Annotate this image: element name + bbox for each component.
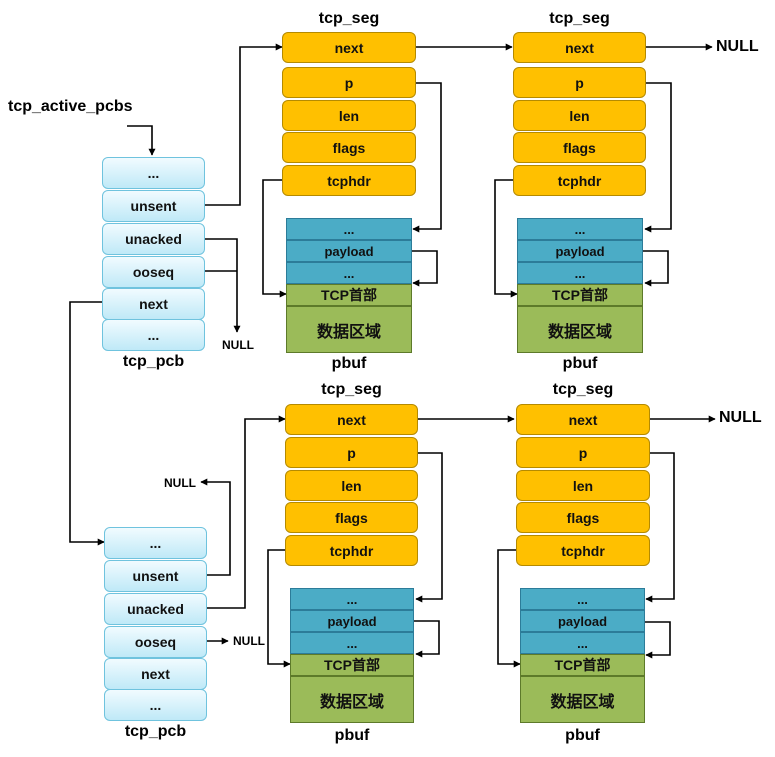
tl-p-arrow [412,82,442,233]
tr-p-arrow [644,82,672,233]
null-label-bottom-ooseq: NULL [233,634,265,648]
tcp-active-pcbs-label: tcp_active_pcbs [8,98,133,115]
pbuf-bottom-right-data-area: 数据区域 [520,676,645,723]
pcb-bottom-field-ellipsis-1: ... [104,527,207,559]
pbuf-top-right-tcp-header: TCP首部 [517,284,643,306]
bl-p-arrow [415,452,443,603]
pbuf-top-right-data-area: 数据区域 [517,306,643,353]
pbuf-bottom-right-row-ellipsis-2: ... [520,632,645,654]
pcb-top-field-ellipsis-2: ... [102,319,205,351]
pbuf-bottom-right-caption: pbuf [565,727,600,744]
seg-bottom-right-field-flags: flags [516,502,650,533]
bl-payload-arrow [414,620,440,658]
pbuf-top-left-caption: pbuf [331,355,367,372]
pbuf-top-left-data-area: 数据区域 [286,306,412,353]
pcb-bottom-field-ooseq: ooseq [104,626,207,658]
br-payload-arrow [645,621,671,659]
tl-tcphdr-arrow [262,179,287,298]
seg-bottom-right-field-p: p [516,437,650,468]
pbuf-top-left-tcp-header: TCP首部 [286,284,412,306]
null-label-bottom-right: NULL [719,409,762,426]
seg-bottom-left-field-len: len [285,470,418,501]
seg-bottom-right-field-next: next [516,404,650,435]
pbuf-bottom-left-caption: pbuf [334,727,370,744]
seg-top-left-field-flags: flags [282,132,416,163]
seg-bottom-left-field-tcphdr: tcphdr [285,535,418,566]
pcb-bottom-field-unacked: unacked [104,593,207,625]
tr-payload-arrow [643,250,669,287]
seg-bottom-left-title: tcp_seg [321,381,382,398]
top-next-to-bottom-pcb-arrow [69,301,105,546]
seg-top-right-field-next: next [513,32,646,63]
pbuf-bottom-left-row-payload: payload [290,610,414,632]
pbuf-top-left-row-ellipsis-1: ... [286,218,412,240]
seg-bottom-left-field-flags: flags [285,502,418,533]
top-unsent-arrow [205,43,283,206]
pcb-bottom-field-unsent: unsent [104,560,207,592]
pbuf-bottom-left-row-ellipsis-2: ... [290,632,414,654]
seg-bottom-right-title: tcp_seg [552,381,614,398]
bl-tcphdr-arrow [267,549,291,668]
pbuf-bottom-right-row-ellipsis-1: ... [520,588,645,610]
seg-top-left-field-len: len [282,100,416,131]
seg-top-left-field-p: p [282,67,416,98]
top-unacked-arrow [205,238,241,333]
seg-top-right-field-tcphdr: tcphdr [513,165,646,196]
br-tcphdr-arrow [497,549,521,668]
pbuf-top-right-row-ellipsis-2: ... [517,262,643,284]
seg-top-right-field-len: len [513,100,646,131]
null-label-top-pcb: NULL [222,338,254,352]
seg-top-right-field-flags: flags [513,132,646,163]
pcb-top-field-ellipsis-1: ... [102,157,205,189]
seg-bottom-right-field-tcphdr: tcphdr [516,535,650,566]
pcb-top-caption: tcp_pcb [122,353,185,370]
pcb-bottom-field-next: next [104,658,207,690]
tr-tcphdr-arrow [494,179,518,298]
pbuf-top-right-caption: pbuf [562,355,598,372]
seg-top-left-field-tcphdr: tcphdr [282,165,416,196]
seg-top-right-title: tcp_seg [549,10,610,27]
pcb-top-field-unacked: unacked [102,223,205,255]
pcb-top-field-unsent: unsent [102,190,205,222]
pbuf-bottom-left-tcp-header: TCP首部 [290,654,414,676]
seg-top-left-field-next: next [282,32,416,63]
seg-top-left-title: tcp_seg [318,10,380,27]
bottom-unacked-arrow [206,415,286,609]
seg-top-right-field-p: p [513,67,646,98]
pcb-bottom-field-ellipsis-2: ... [104,689,207,721]
pcb-top-field-ooseq: ooseq [102,256,205,288]
pbuf-bottom-left-data-area: 数据区域 [290,676,414,723]
seg-bottom-right-field-len: len [516,470,650,501]
br-p-arrow [645,452,675,603]
pbuf-top-left-row-payload: payload [286,240,412,262]
pbuf-top-left-row-ellipsis-2: ... [286,262,412,284]
pbuf-bottom-right-tcp-header: TCP首部 [520,654,645,676]
pcb-top-field-next: next [102,288,205,320]
null-label-top-right: NULL [716,38,759,55]
pbuf-top-right-row-ellipsis-1: ... [517,218,643,240]
head-pointer-arrow [127,125,156,156]
pcb-bottom-caption: tcp_pcb [124,723,187,740]
bottom-unsent-arrow [200,478,231,576]
tl-payload-arrow [412,250,438,287]
seg-bottom-left-field-next: next [285,404,418,435]
pbuf-bottom-right-row-payload: payload [520,610,645,632]
pbuf-top-right-row-payload: payload [517,240,643,262]
null-label-bottom-unsent: NULL [164,476,196,490]
pbuf-bottom-left-row-ellipsis-1: ... [290,588,414,610]
seg-bottom-left-field-p: p [285,437,418,468]
